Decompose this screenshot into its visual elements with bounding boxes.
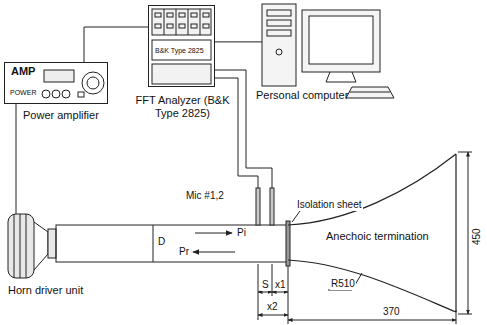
amplifier-box: AMPPOWERPower amplifier [4,62,108,104]
signal-label: Pr [178,246,190,258]
part-label: Isolation sheet [296,199,363,211]
microphone-label: Mic #1,2 [185,190,225,202]
horn-termination: Anechoic termination [288,152,458,314]
cable [215,41,262,42]
device-label: Power amplifier [23,109,99,122]
amp-label: AMP [11,65,35,78]
cable [16,104,17,214]
power-label: POWER [10,89,36,97]
device-label: FFT Analyzer (B&K Type 2825) [135,94,230,119]
cable [84,27,148,62]
dimension-label: R510 [330,278,356,290]
computer-box: Personal computer [262,4,386,86]
region-label: Anechoic termination [326,230,429,243]
device-label: Horn driver unit [8,284,83,297]
dimension-label: x2 [266,301,279,313]
dimension-label: D [157,236,166,248]
device-label: Personal computer [256,89,348,102]
driver-unit: Horn driver unit [8,214,56,278]
signal-label: Pi [236,227,247,239]
dimension-label: 450 [471,227,483,246]
model-label: B&K Type 2825 [155,47,204,55]
dimension-label: 370 [382,306,401,318]
dimension-label: S [261,279,270,291]
dimension-label: x1 [274,279,287,291]
analyzer-box: B&K Type 2825FFT Analyzer (B&K Type 2825… [148,5,215,87]
